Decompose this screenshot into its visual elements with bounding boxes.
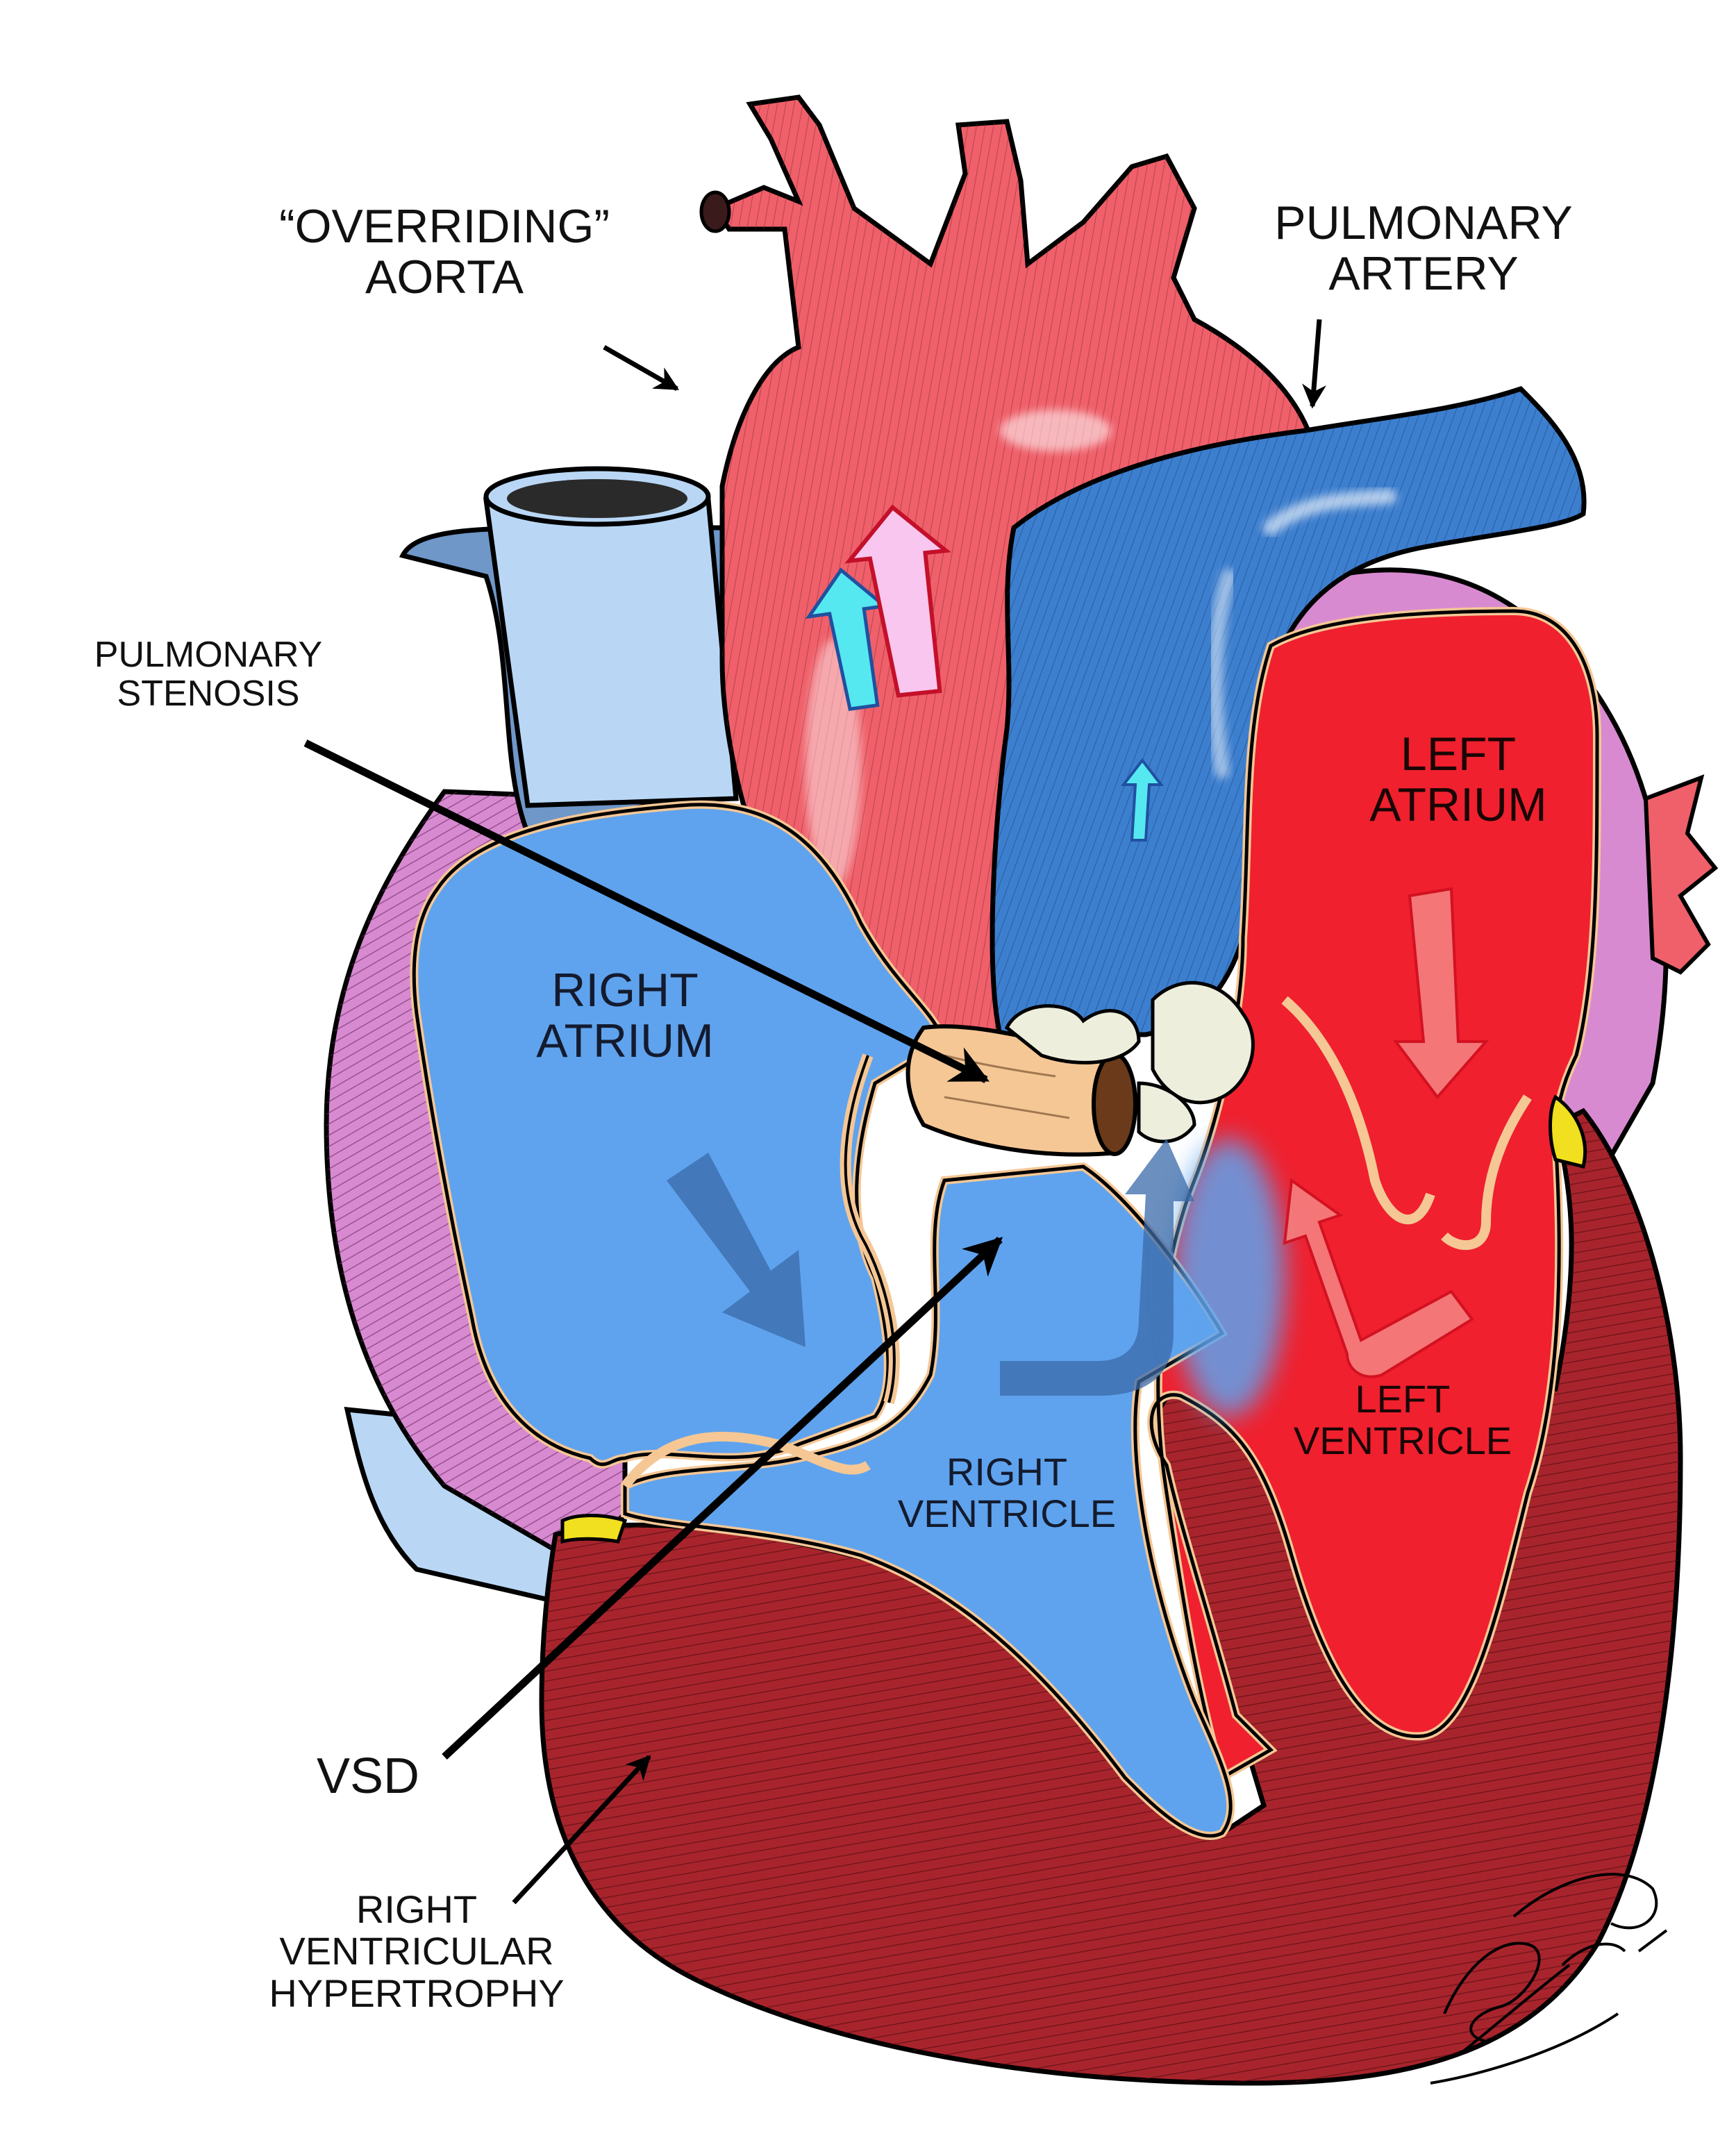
superior-vena-cava — [399, 466, 753, 837]
pulmonary-stenosis-pointer — [303, 740, 990, 1083]
vsd-pointer — [442, 1236, 1003, 1760]
label-pulmonary-stenosis: PULMONARY STENOSIS — [94, 635, 323, 715]
label-right-atrium: RIGHT ATRIUM — [536, 964, 714, 1068]
septal-leaflets — [621, 1053, 900, 1489]
label-right-ventricle: RIGHT VENTRICLE — [897, 1450, 1117, 1536]
pulmonary-artery-pointer — [1302, 319, 1326, 409]
rvh-pointer — [512, 1755, 651, 1905]
label-pulmonary-artery: PULMONARY ARTERY — [1274, 197, 1573, 301]
signature — [1430, 1873, 1668, 2085]
right-ventricle — [621, 1162, 1235, 1840]
label-left-atrium: LEFT ATRIUM — [1369, 728, 1547, 832]
valve-cusps — [1004, 980, 1255, 1144]
vsd-shunt-blush — [1174, 1139, 1285, 1417]
label-right-ventricular-hypertrophy: RIGHT VENTRICULAR HYPERTROPHY — [269, 1887, 565, 2015]
overriding-aorta-pointer — [603, 344, 680, 392]
pointer-arrows — [303, 319, 1326, 1905]
pulmonary-artery-vessel — [990, 385, 1587, 1037]
label-overriding-aorta: “OVERRIDING” AORTA — [279, 200, 610, 304]
label-vsd: VSD — [316, 1748, 420, 1804]
flow-arrows — [667, 504, 1489, 1396]
right-atrium — [410, 800, 950, 1469]
yellow-fat — [560, 1094, 1587, 1544]
label-left-ventricle: LEFT VENTRICLE — [1293, 1377, 1512, 1463]
